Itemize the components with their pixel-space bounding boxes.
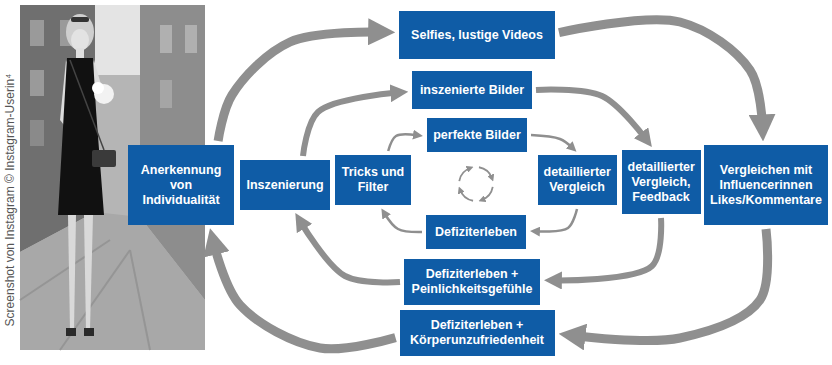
box-label: inszenierte Bilder [418,83,526,98]
cycle-arrow [303,93,398,156]
illustration-part [160,25,172,53]
cycle-arrow [301,222,400,282]
box-label: perfekte Bilder [433,128,521,143]
illustration-part [84,328,94,336]
process-box: Tricks und Filter [335,155,411,205]
cycle-arrow [385,214,422,232]
box-label: Defiziterleben [432,225,520,240]
process-box: Vergleichen mit Influencerinnen Likes/Ko… [704,145,828,225]
box-label: Inszenierung [246,178,324,193]
illustration-part [92,150,116,167]
illustration-part [70,60,104,150]
process-box: Selfies, lustige Videos [399,11,555,59]
box-label: Defiziterleben + Peinlichkeitsgefühle [410,267,534,297]
cycle-arrow [531,135,572,148]
image-credit: Screenshot von Instagram © Instagram-Use… [3,40,17,360]
illustration-part [71,29,89,51]
cycle-arrow [388,134,417,151]
box-label: Vergleichen mit Influencerinnen Likes/Ko… [710,163,822,208]
illustration-part [460,190,473,201]
cycle-arrow [536,90,645,139]
illustration-part [30,20,44,46]
box-label: Defiziterleben + Körperunzufriedenheit [406,318,549,348]
illustration-part [482,187,493,200]
illustration-part [20,240,110,300]
illustration-part [459,167,492,201]
box-label: detaillierter Vergleich, Feedback [628,160,695,205]
cycle-arrow [575,229,768,341]
illustration-part [66,14,94,50]
illustration-part [30,70,44,96]
illustration-part [66,328,76,336]
box-label: Anerkennung von Individualität [134,163,228,208]
box-label: Tricks und Filter [341,165,405,195]
cycle-arrow [214,244,396,349]
cycle-arrow [536,209,577,232]
illustration-part [20,212,205,350]
illustration-part [130,250,150,350]
box-label: Selfies, lustige Videos [405,28,549,43]
process-box: Defiziterleben + Körperunzufriedenheit [400,310,555,356]
illustration-part [58,58,104,215]
process-box: inszenierte Bilder [412,71,532,109]
process-box: perfekte Bilder [427,118,527,152]
illustration-part [185,25,197,53]
illustration-part [92,82,104,94]
illustration-part [459,168,470,181]
box-label: detaillierter Vergleich [544,165,611,195]
process-box: Anerkennung von Individualität [128,145,234,225]
process-box: detaillierter Vergleich, Feedback [622,150,701,214]
process-box: Defiziterleben + Peinlichkeitsgefühle [404,259,540,305]
illustration-part [68,215,76,330]
illustration-part [160,80,172,108]
process-box: Inszenierung [240,160,330,210]
cycle-arrow [559,20,762,125]
process-box: detaillierter Vergleich [538,155,617,205]
illustration-part [479,167,492,178]
illustration-part [90,5,145,75]
illustration-part [71,17,89,22]
cycle-arrow [218,32,379,141]
illustration-part [30,120,44,146]
process-box: Defiziterleben [426,215,526,249]
cycle-arrow [555,218,661,280]
illustration-part [84,215,93,330]
